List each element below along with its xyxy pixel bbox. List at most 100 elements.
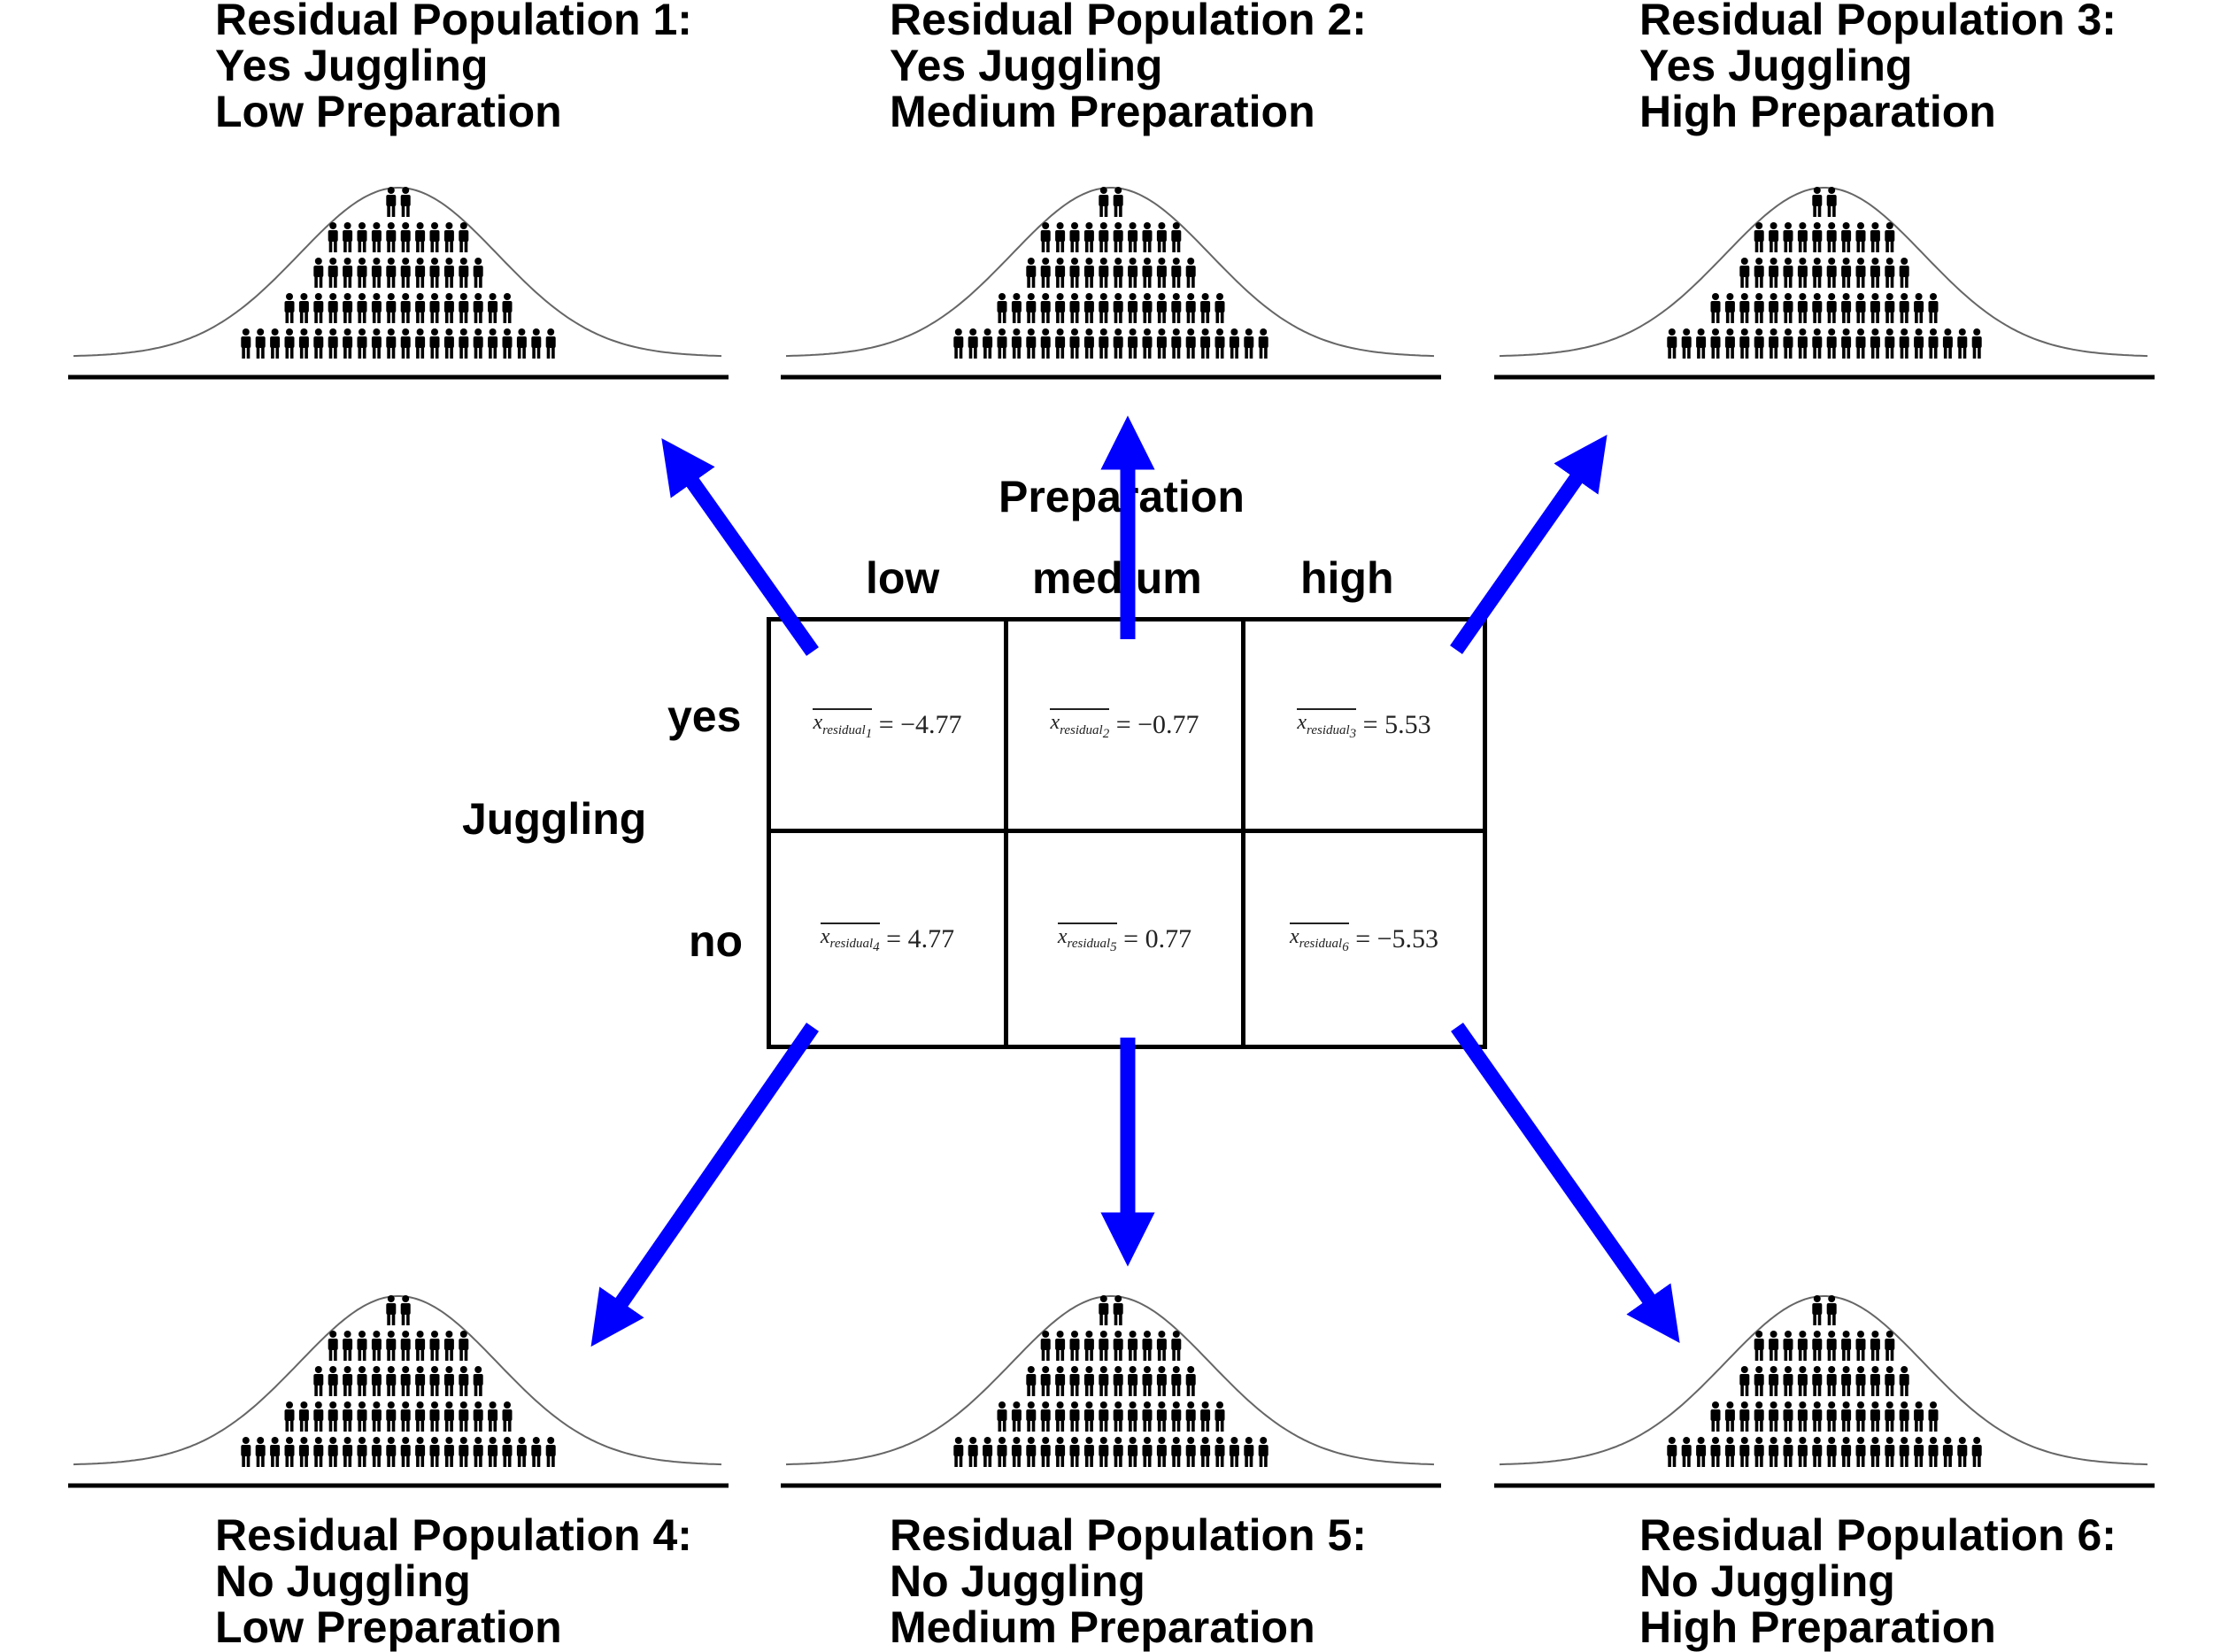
person-icon [1870,258,1880,288]
person-icon [1055,1331,1066,1361]
person-icon [1841,1437,1852,1467]
person-icon [343,1366,353,1396]
person-icon [531,1437,542,1467]
person-icon [1128,1401,1138,1432]
person-icon [415,1437,426,1467]
person-icon [1826,1331,1837,1361]
person-icon [1171,1366,1182,1396]
person-icon [1812,1366,1823,1396]
person-icon [1258,1437,1268,1467]
person-icon [1855,1366,1866,1396]
person-icon [1885,1366,1895,1396]
cell-no-low: xresidual4 = 4.77 [771,833,1008,1045]
person-icon [1214,1437,1225,1467]
person-icon [1083,328,1094,359]
person-icon [1754,328,1764,359]
person-icon [1812,187,1823,217]
people-pyramid [241,187,556,359]
person-icon [1855,1437,1866,1467]
person-icon [1710,1401,1721,1432]
person-icon [1040,1401,1051,1432]
population-3-juggling: Yes Juggling [1639,41,1913,90]
person-icon [371,222,382,252]
person-icon [415,1401,426,1432]
person-icon [1171,258,1182,288]
person-icon [953,328,964,359]
normal-curve [1499,187,2148,358]
person-icon [1855,258,1866,288]
person-icon [997,1401,1007,1432]
person-icon [1113,293,1123,323]
person-icon [1055,1437,1066,1467]
person-icon [328,293,338,323]
person-icon [1185,1437,1196,1467]
person-icon [1812,1295,1823,1325]
person-icon [1826,1295,1837,1325]
person-icon [1942,1437,1953,1467]
person-icon [1069,328,1080,359]
person-icon [415,293,426,323]
person-icon [443,1366,454,1396]
person-icon [1099,1295,1109,1325]
person-icon [459,293,469,323]
person-icon [1069,222,1080,252]
person-icon [459,1331,469,1361]
person-icon [1171,293,1182,323]
person-icon [1083,1437,1094,1467]
person-icon [357,1331,367,1361]
person-icon [1055,328,1066,359]
person-icon [1069,293,1080,323]
person-icon [1156,1331,1167,1361]
person-icon [1040,328,1051,359]
person-icon [1214,293,1225,323]
person-icon [1797,1401,1808,1432]
person-icon [1142,1437,1153,1467]
row-factor-label: Juggling [462,794,647,844]
person-icon [1083,258,1094,288]
person-icon [1724,1437,1735,1467]
person-icon [1011,293,1022,323]
person-icon [415,258,426,288]
person-icon [1783,1401,1793,1432]
person-icon [1957,328,1968,359]
column-label-medium: medium [1032,553,1202,603]
person-icon [1026,258,1037,288]
person-icon [1769,1331,1779,1361]
person-icon [1258,328,1268,359]
person-icon [1011,1437,1022,1467]
person-icon [1142,1366,1153,1396]
person-icon [1769,1366,1779,1396]
person-icon [1914,1437,1924,1467]
person-icon [357,1366,367,1396]
person-icon [343,293,353,323]
normal-curve [1499,1295,2148,1466]
population-1-title: Residual Population 1: Yes Juggling Low … [215,0,692,135]
person-icon [371,1366,382,1396]
person-icon [1914,1401,1924,1432]
person-icon [1797,1366,1808,1396]
bell-curve-graphic [1494,187,2155,380]
person-icon [1083,222,1094,252]
person-icon [270,1437,281,1467]
person-icon [284,293,295,323]
person-icon [1142,222,1153,252]
person-icon [1128,293,1138,323]
person-icon [1055,293,1066,323]
population-6-name: Residual Population 6: [1639,1510,2117,1560]
person-icon [1885,293,1895,323]
person-icon [1171,328,1182,359]
person-icon [343,1401,353,1432]
person-icon [1171,222,1182,252]
person-icon [1826,187,1837,217]
person-icon [1928,328,1939,359]
person-icon [1040,1437,1051,1467]
person-icon [459,258,469,288]
person-icon [313,1366,324,1396]
person-icon [1011,328,1022,359]
person-icon [1783,293,1793,323]
person-icon [371,1331,382,1361]
person-icon [1026,1437,1037,1467]
person-icon [357,222,367,252]
person-icon [343,1331,353,1361]
person-icon [473,293,483,323]
